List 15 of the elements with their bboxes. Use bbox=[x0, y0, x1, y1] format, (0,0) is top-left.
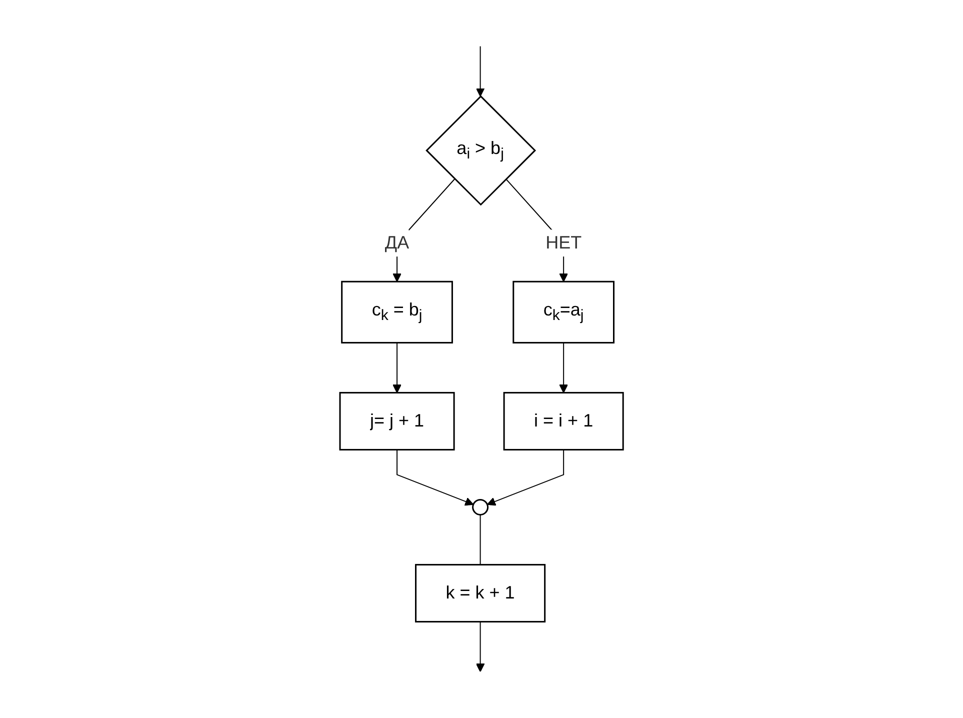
arrow bbox=[476, 621, 485, 672]
node-circle bbox=[472, 498, 488, 516]
arrow bbox=[476, 46, 485, 97]
node-box: k = k + 1 bbox=[414, 564, 546, 622]
edge-label: НЕТ bbox=[546, 232, 582, 253]
arrow bbox=[392, 342, 402, 394]
arrow bbox=[559, 342, 568, 394]
node-box: c$_{k}$ = b$_{j}$ bbox=[341, 280, 453, 344]
node-box: i = i + 1 bbox=[503, 392, 624, 450]
edge-label: ДА bbox=[384, 232, 410, 253]
arrow bbox=[486, 449, 564, 506]
connector bbox=[480, 514, 481, 566]
node-box: c$_{k}$=a$_{j}$ bbox=[512, 280, 614, 344]
node-diamond: a$_{i}$ > b$_{j}$ bbox=[426, 95, 536, 206]
arrow bbox=[396, 449, 474, 506]
